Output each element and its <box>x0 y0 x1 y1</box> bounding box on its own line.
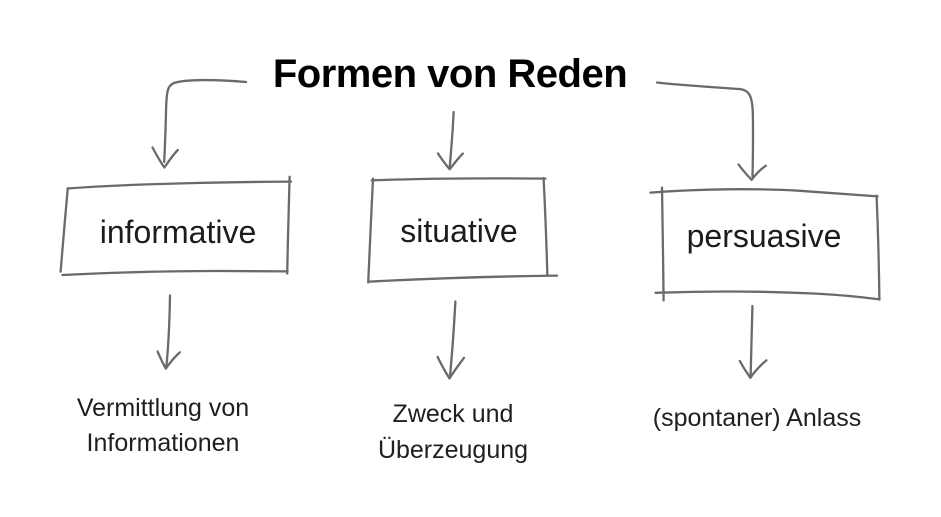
box-label-informative: informative <box>99 214 257 250</box>
diagram-title: Formen von Reden <box>272 52 628 96</box>
description-informative: Vermittlung von Informationen <box>77 391 249 461</box>
description-line: Vermittlung von <box>76 394 250 422</box>
description-line: Zweck und <box>392 400 514 428</box>
description-situative: Zweck und Überzeugung <box>378 396 528 468</box>
arrow-title-to-persuasive <box>655 81 767 181</box>
box-outline-situative <box>367 177 559 284</box>
box-label-situative: situative <box>400 213 518 249</box>
description-line: Überzeugung <box>377 436 529 464</box>
box-outline-persuasive <box>649 186 881 302</box>
description-line: Informationen <box>86 429 240 457</box>
arrow-persuasive-to-description <box>738 304 768 379</box>
box-outline-informative <box>59 175 293 277</box>
hand-drawn-strokes <box>59 78 881 380</box>
arrow-title-to-informative <box>151 78 248 169</box>
arrow-situative-to-description <box>436 300 466 380</box>
arrow-title-to-situative <box>436 110 464 171</box>
description-line: (spontaner) Anlass <box>652 404 862 432</box>
description-persuasive: (spontaner) Anlass <box>653 401 861 435</box>
arrow-informative-to-description <box>156 294 181 370</box>
box-label-persuasive: persuasive <box>686 218 842 254</box>
